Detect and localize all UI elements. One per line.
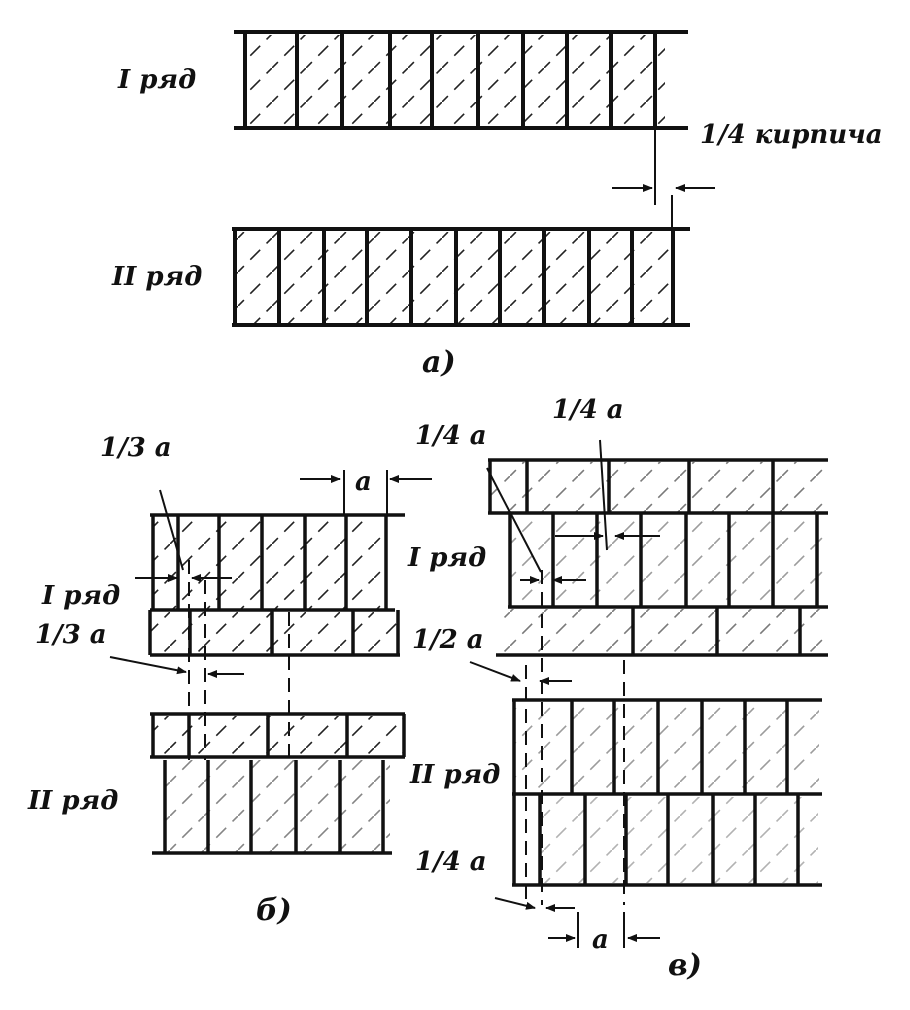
figure-b-row-1-label: I ряд: [41, 581, 120, 611]
figure-a-row-1-label: I ряд: [117, 65, 196, 95]
figure-a-caption: а): [422, 345, 456, 380]
figure-b-row-1-wall: [148, 513, 405, 657]
figure-b-dim-a: а: [355, 467, 372, 497]
figure-c-row-1-wall: [488, 458, 828, 657]
figure-a-row-1-wall: [234, 30, 688, 130]
figure-b-row-2-right-label: II ряд: [409, 760, 500, 790]
figure-c-dim-quarter-top: 1/4 а: [552, 395, 624, 425]
figure-a-row-2-wall: [232, 227, 690, 327]
figure-c-caption: в): [668, 948, 702, 983]
figure-b-row-1-right-label: I ряд: [407, 543, 486, 573]
figure-b: I ряд I ряд 1/3 а 1/3 а а: [27, 433, 500, 928]
figure-b-row-2-label: II ряд: [27, 786, 118, 816]
figure-b-caption: б): [256, 893, 292, 928]
figure-b-dim-mid: 1/3 а: [35, 620, 107, 650]
figure-a-offset-dimension: [612, 128, 715, 230]
figure-b-dim-top: 1/3 а: [100, 433, 172, 463]
figure-c: 1/4 а 1/4 а 1/2 а 1/4 а а в): [412, 395, 828, 983]
figure-a-row-2-label: II ряд: [111, 262, 202, 292]
figure-c-dim-a: а: [592, 925, 609, 955]
figure-c-dim-half: 1/2 а: [412, 625, 484, 655]
figure-a: I ряд 1/4 кирпича II ряд а): [111, 30, 883, 380]
figure-c-dim-quarter-bottom: 1/4 а: [415, 847, 487, 877]
figure-c-dim-quarter-left: 1/4 а: [415, 421, 487, 451]
figure-a-offset-label: 1/4 кирпича: [700, 120, 883, 150]
figure-b-row-2-wall: [150, 712, 406, 855]
figure-c-row-2-wall: [512, 698, 822, 887]
